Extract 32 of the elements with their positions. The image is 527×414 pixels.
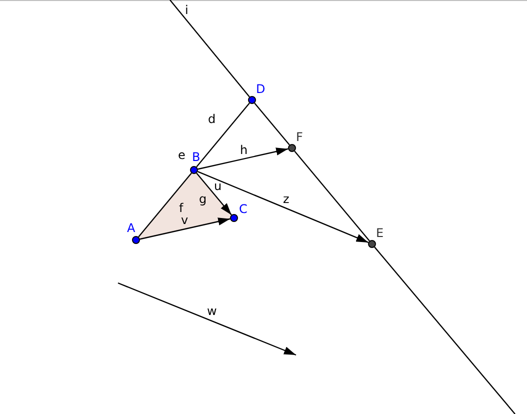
line-segment (374, 246, 516, 414)
point-label: F (296, 131, 303, 144)
vector-arrow (198, 148, 288, 170)
vector-arrow (197, 170, 369, 244)
point-label: D (256, 83, 266, 96)
edge-label: v (181, 214, 188, 227)
vector-arrow (140, 218, 230, 240)
point-marker (288, 144, 296, 152)
point-marker (248, 96, 256, 104)
edge-label: z (283, 193, 290, 206)
point-label: A (127, 222, 136, 235)
line-segment (170, 0, 250, 98)
point-marker (230, 214, 238, 222)
point-marker (190, 166, 198, 174)
line-segment (254, 102, 290, 146)
line-label: g (199, 193, 207, 206)
line-segment (196, 102, 250, 168)
edge-label: d (208, 113, 216, 126)
line-label: w (207, 305, 217, 318)
edge-label: i (185, 4, 188, 17)
line-segment (138, 172, 192, 238)
point-marker (368, 240, 376, 248)
edge-label: f (179, 202, 184, 215)
vector-arrow (196, 172, 232, 216)
point-marker (132, 236, 140, 244)
point-label: C (239, 203, 248, 216)
edge-label: h (240, 144, 248, 157)
point-label: E (376, 227, 384, 240)
edge-label: u (214, 180, 222, 193)
point-label: B (192, 151, 200, 164)
line-segment (294, 150, 370, 242)
line-label: e (178, 149, 186, 162)
